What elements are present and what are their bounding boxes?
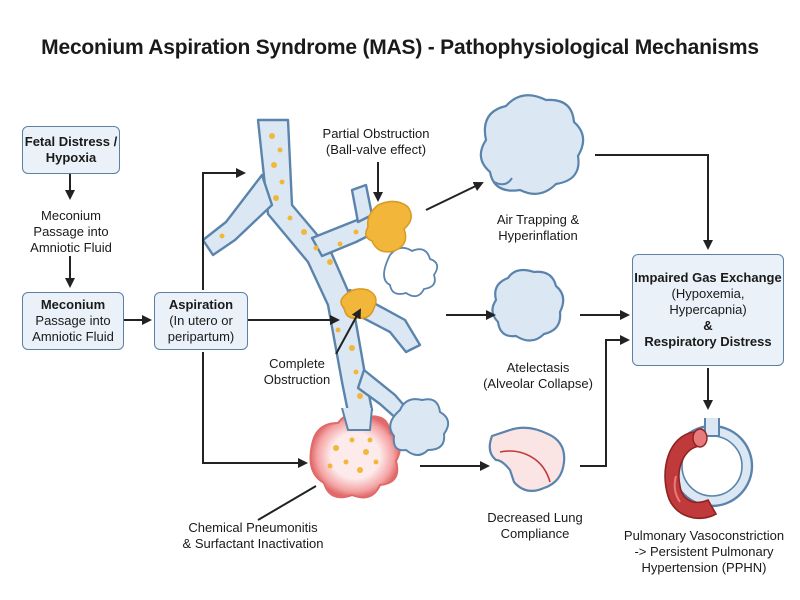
- pphn-line1: Pulmonary Vasoconstriction: [623, 528, 785, 543]
- atelectasis-line1: Atelectasis: [506, 360, 570, 375]
- partial-obstruction-line2: (Ball-valve effect): [325, 142, 427, 157]
- alveolar-remnants: [383, 246, 439, 298]
- pphn-illustration: [664, 418, 754, 520]
- air-trapping-line1: Air Trapping &: [496, 212, 580, 227]
- impaired-gas-exchange-box: Impaired Gas Exchange (Hypoxemia, Hyperc…: [632, 254, 784, 366]
- aspiration-bold-text: Aspiration: [168, 297, 234, 312]
- air-trapping-label: Air Trapping & Hyperinflation: [478, 212, 598, 244]
- complete-obstruction-line1: Complete: [269, 356, 325, 371]
- meconium-rest-text: Passage into Amniotic Fluid: [32, 313, 114, 344]
- flow-arrows: [65, 154, 713, 521]
- pneumonitis-line2: & Surfactant Inactivation: [182, 536, 324, 551]
- impaired-amp-text: &: [703, 318, 713, 333]
- meconium-passage-label: Meconium Passage into Amniotic Fluid: [22, 208, 120, 256]
- impaired-bold-text-1: Impaired Gas Exchange: [634, 270, 782, 285]
- pneumonitis-line1: Chemical Pneumonitis: [188, 520, 318, 535]
- atelectasis-label: Atelectasis (Alveolar Collapse): [472, 360, 604, 392]
- air-trapping-line2: Hyperinflation: [498, 228, 578, 243]
- compliance-label: Decreased Lung Compliance: [470, 510, 600, 542]
- inflamed-alveolus: [309, 407, 401, 499]
- compliance-line2: Compliance: [500, 526, 570, 541]
- pphn-line2: -> Persistent Pulmonary: [634, 544, 774, 559]
- page-title: Meconium Aspiration Syndrome (MAS) - Pat…: [41, 36, 759, 59]
- meconium-plugs: [340, 200, 412, 320]
- impaired-mid-text: (Hypoxemia, Hypercapnia): [669, 286, 747, 317]
- aspiration-box: Aspiration (In utero or peripartum): [154, 292, 248, 350]
- partial-obstruction-line1: Partial Obstruction: [322, 126, 430, 141]
- stiff-alveolus: [488, 426, 566, 493]
- meconium-passage-text: Meconium Passage into Amniotic Fluid: [30, 208, 112, 255]
- compliance-line1: Decreased Lung: [487, 510, 583, 525]
- hyperinflated-alveolus: [479, 94, 585, 195]
- collapsed-alveolus: [491, 268, 565, 342]
- pphn-line3: Hypertension (PPHN): [641, 560, 767, 575]
- pneumonitis-label: Chemical Pneumonitis & Surfactant Inacti…: [168, 520, 338, 552]
- complete-obstruction-line2: Obstruction: [263, 372, 331, 387]
- complete-obstruction-label: Complete Obstruction: [252, 356, 342, 388]
- pphn-label: Pulmonary Vasoconstriction -> Persistent…: [612, 528, 796, 576]
- meconium-bold-text: Meconium: [40, 297, 106, 312]
- fetal-distress-box: Fetal Distress / Hypoxia: [22, 126, 120, 174]
- partial-obstruction-label: Partial Obstruction (Ball-valve effect): [310, 126, 442, 158]
- fetal-distress-text: Fetal Distress / Hypoxia: [24, 134, 118, 165]
- atelectasis-line2: (Alveolar Collapse): [483, 376, 593, 391]
- impaired-bold-text-2: Respiratory Distress: [644, 334, 772, 349]
- aspiration-rest-text: (In utero or peripartum): [167, 313, 235, 344]
- alveolar-cluster: [389, 398, 450, 456]
- meconium-particles: [219, 133, 363, 399]
- meconium-box: Meconium Passage into Amniotic Fluid: [22, 292, 124, 350]
